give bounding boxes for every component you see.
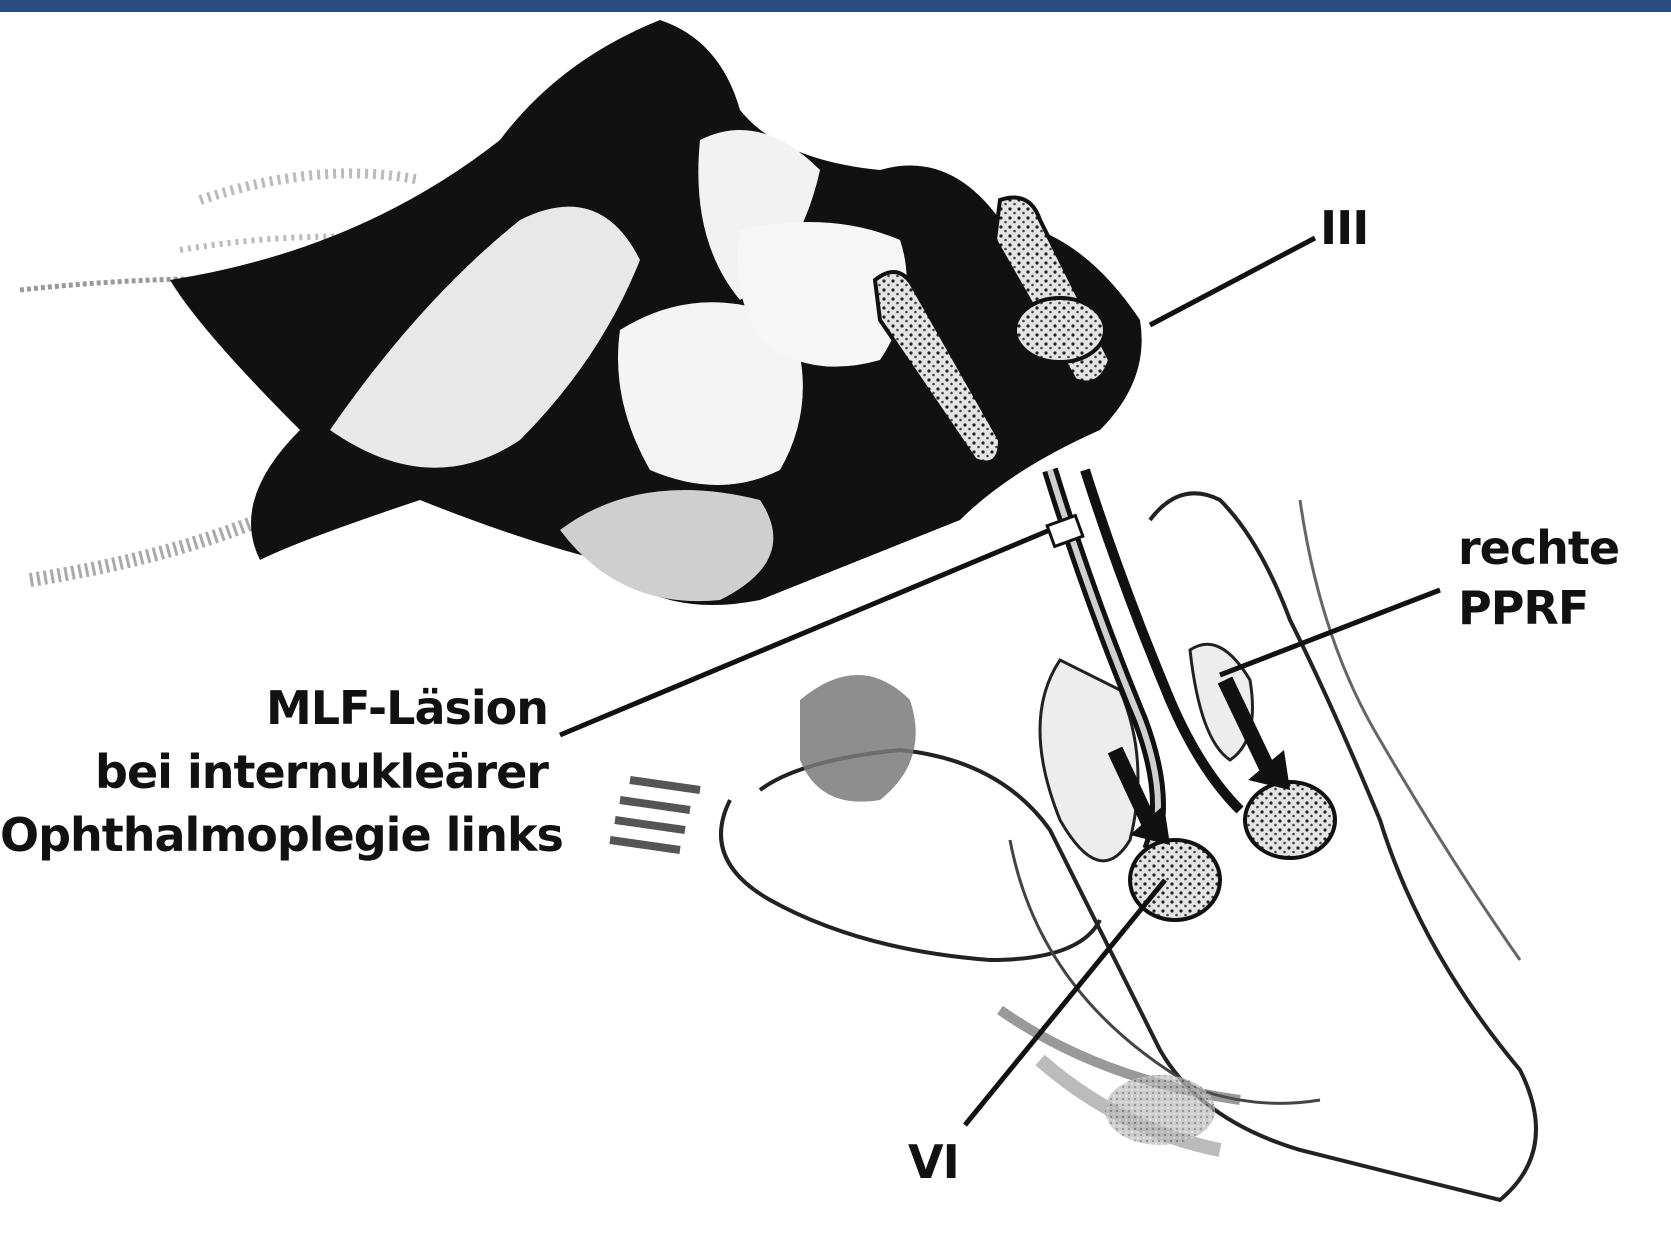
label-mlf-line3: Ophthalmoplegie links <box>0 805 548 865</box>
label-pprf-line2: PPRF <box>1458 578 1588 638</box>
label-cn3: III <box>1320 198 1368 258</box>
label-mlf-line2: bei internukleärer <box>0 742 548 802</box>
label-pprf-line1: rechte <box>1458 518 1619 578</box>
label-mlf-line1: MLF-Läsion <box>0 678 548 738</box>
upper-brainstem-mass <box>170 20 1142 605</box>
label-cn6: VI <box>908 1132 959 1192</box>
